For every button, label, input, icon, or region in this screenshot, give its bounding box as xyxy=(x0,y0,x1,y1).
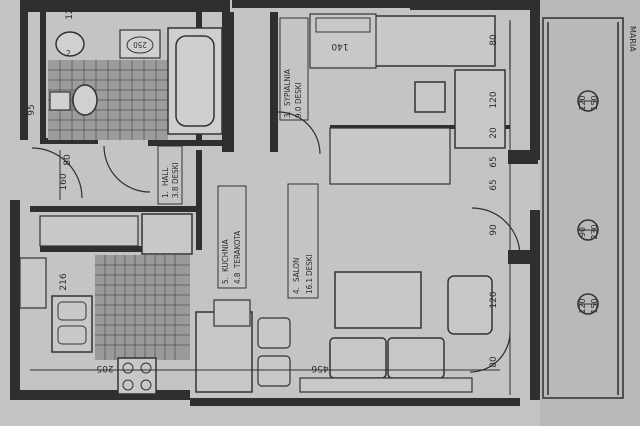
title-fragment: MARIA xyxy=(628,26,637,52)
dim-pier-mid-b: 65 xyxy=(489,179,499,190)
dim-living-wall: 456 xyxy=(311,363,328,373)
room-label-hall: 1. HALL 3.8 DESKI xyxy=(157,145,183,205)
svg-text:DESKI: DESKI xyxy=(171,163,180,185)
sink-label: 250 xyxy=(133,40,147,49)
window-1-height: 150 xyxy=(590,95,599,110)
kitchen-fixtures xyxy=(19,213,193,395)
svg-text:3.8: 3.8 xyxy=(171,186,180,198)
window-3-height: 150 xyxy=(590,298,599,313)
svg-text:DESKI: DESKI xyxy=(294,83,303,105)
svg-text:SYPIALNIA: SYPIALNIA xyxy=(283,69,292,106)
dim-kitchen-wall: 205 xyxy=(96,363,113,373)
svg-text:HALL: HALL xyxy=(161,168,170,186)
dimension-lines xyxy=(30,20,511,395)
svg-text:SALON: SALON xyxy=(292,258,301,282)
room-label-kitchen: 5. KUCHNIA 4.8 TERAKOTA xyxy=(217,185,247,289)
dim-bed-width: 80 xyxy=(489,34,499,46)
svg-text:1.: 1. xyxy=(161,191,170,198)
dim-hall-offset: 80 xyxy=(63,154,73,166)
exterior-walls xyxy=(10,0,540,406)
balcony-window-3: 120 150 xyxy=(577,293,599,315)
dim-hall-width: 160 xyxy=(59,173,69,190)
dim-balcony-door: 90 xyxy=(489,224,499,236)
bathroom-sink: 250 xyxy=(55,29,161,59)
svg-text:5.: 5. xyxy=(221,277,230,284)
dim-window-bottom: 120 xyxy=(489,291,499,308)
kitchen-tiles xyxy=(95,255,190,360)
svg-text:4.: 4. xyxy=(292,287,301,294)
balcony-window-1: 120 150 xyxy=(577,90,599,112)
svg-text:3.: 3. xyxy=(283,111,292,118)
bathroom-tiles xyxy=(48,60,168,140)
dim-bath-left: 95 xyxy=(27,104,37,115)
svg-text:KUCHNIA: KUCHNIA xyxy=(221,239,230,272)
window-2-height: 230 xyxy=(590,224,599,239)
dim-kitchen-depth: 216 xyxy=(59,273,69,290)
window-2-width: 90 xyxy=(578,227,587,237)
dim-top-edge: 12 xyxy=(65,8,75,19)
svg-text:16.1: 16.1 xyxy=(305,278,314,294)
bedroom-furniture xyxy=(309,13,506,185)
balcony-outline xyxy=(542,17,624,399)
toilet xyxy=(49,84,98,116)
dim-corner: 80 xyxy=(489,356,499,368)
svg-text:4.8: 4.8 xyxy=(233,272,242,284)
balcony-window-2: 90 230 xyxy=(577,219,599,241)
room-label-bedroom: 3. SYPIALNIA 9.0 DESKI xyxy=(279,17,309,121)
window-1-width: 120 xyxy=(578,95,587,110)
svg-text:TERAKOTA: TERAKOTA xyxy=(233,231,242,269)
svg-text:9.0: 9.0 xyxy=(294,106,303,118)
dim-pier-mid-a: 65 xyxy=(489,156,499,167)
room-label-living: 4. SALON 16.1 DESKI xyxy=(287,183,319,299)
dim-pier-top: 20 xyxy=(489,127,499,139)
window-3-width: 120 xyxy=(578,298,587,313)
dim-window-top: 120 xyxy=(489,91,499,108)
room-label-bathroom: 2 xyxy=(66,49,71,58)
living-room-furniture xyxy=(195,271,493,393)
svg-text:DESKI: DESKI xyxy=(305,255,314,277)
dim-bed-label: 140 xyxy=(331,41,348,51)
bathtub xyxy=(167,27,223,135)
balcony-area xyxy=(540,0,640,426)
